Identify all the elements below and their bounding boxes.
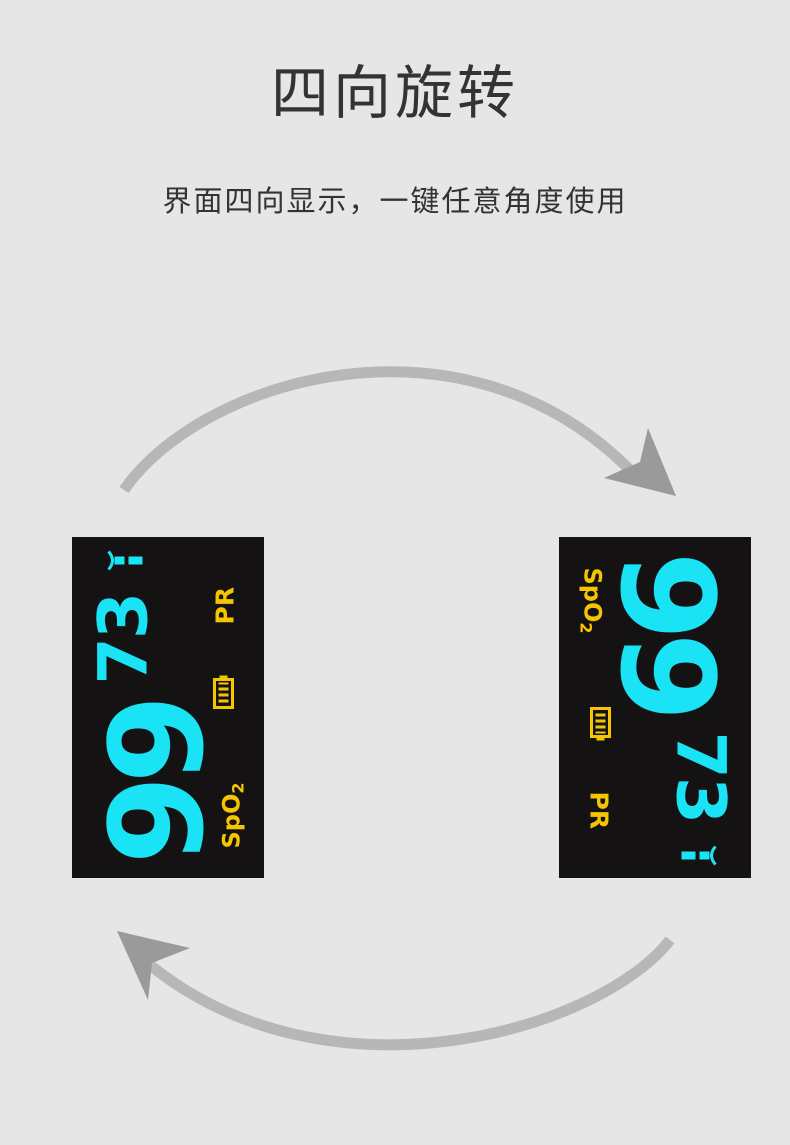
pulse-bar-icon (106, 550, 142, 570)
page-subtitle: 界面四向显示，一键任意角度使用 (162, 184, 628, 218)
battery-icon (589, 706, 611, 740)
pr-value: 73 (84, 593, 163, 684)
oximeter-screen-right: 99 73 SpO2 PR (559, 537, 751, 878)
pr-value: 73 (660, 731, 739, 822)
top-arrow-icon (119, 366, 676, 496)
spo2-value: 99 (83, 701, 232, 864)
battery-icon (212, 675, 234, 709)
spo2-label: SpO2 (576, 567, 606, 634)
page-title: 四向旋转 (270, 59, 519, 127)
pulse-bar-icon (681, 845, 717, 865)
pr-label: PR (210, 586, 239, 624)
spo2-label: SpO2 (217, 781, 247, 848)
bottom-arrow-icon (117, 931, 675, 1051)
oximeter-screen-left: 99 73 SpO2 PR (72, 537, 264, 878)
spo2-value: 99 (591, 551, 740, 714)
pr-label: PR (584, 791, 613, 829)
